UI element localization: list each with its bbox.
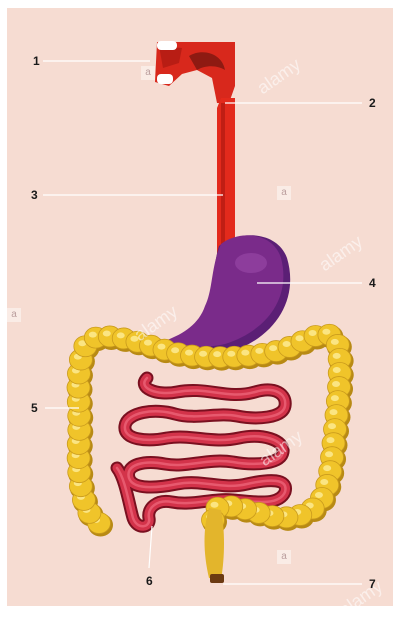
- diagram-canvas: alamy alamy alamy alamy alamy a a a a 1 …: [7, 8, 393, 606]
- colon-highlight: [315, 492, 323, 498]
- colon-highlight: [269, 345, 277, 351]
- colon-highlight: [323, 465, 331, 471]
- colon-highlight: [309, 330, 317, 336]
- colon-highlight: [332, 381, 340, 387]
- colon-highlight: [328, 423, 336, 429]
- watermark-badge: a: [7, 308, 21, 322]
- lower-teeth: [157, 74, 173, 84]
- rectum: [205, 508, 225, 583]
- colon-highlight: [241, 350, 249, 356]
- label-2: 2: [369, 97, 376, 109]
- colon-highlight: [326, 437, 334, 443]
- colon-highlight: [320, 479, 328, 485]
- large-intestine: [67, 324, 354, 536]
- colon-highlight: [331, 339, 339, 345]
- watermark-badge: a: [277, 550, 291, 564]
- colon-highlight: [255, 348, 263, 354]
- stomach: [159, 235, 290, 356]
- colon-highlight: [333, 353, 341, 359]
- digestive-system-illustration: [7, 8, 393, 606]
- esophagus: [217, 98, 235, 253]
- label-4: 4: [369, 277, 376, 289]
- watermark-badge: a: [277, 186, 291, 200]
- colon-highlight: [157, 344, 165, 350]
- upper-teeth: [157, 41, 177, 50]
- colon-highlight: [325, 451, 333, 457]
- label-7: 7: [369, 578, 376, 590]
- colon-highlight: [322, 329, 330, 335]
- colon-highlight: [103, 330, 111, 336]
- colon-highlight: [295, 335, 303, 341]
- label-1: 1: [33, 55, 40, 67]
- colon-highlight: [210, 502, 218, 508]
- colon-highlight: [185, 350, 193, 356]
- leader-line-6: [149, 526, 152, 568]
- colon-highlight: [213, 351, 221, 357]
- label-3: 3: [31, 189, 38, 201]
- colon-highlight: [330, 409, 338, 415]
- colon-highlight: [199, 351, 207, 357]
- colon-highlight: [117, 332, 125, 338]
- colon-highlight: [333, 367, 341, 373]
- colon-highlight: [89, 332, 97, 338]
- colon-highlight: [283, 341, 291, 347]
- label-6: 6: [146, 575, 153, 587]
- label-5: 5: [31, 402, 38, 414]
- watermark-badge: a: [141, 66, 155, 80]
- colon-highlight: [171, 347, 179, 353]
- mouth-pharynx: [155, 41, 235, 103]
- colon-highlight: [331, 395, 339, 401]
- colon-highlight: [227, 351, 235, 357]
